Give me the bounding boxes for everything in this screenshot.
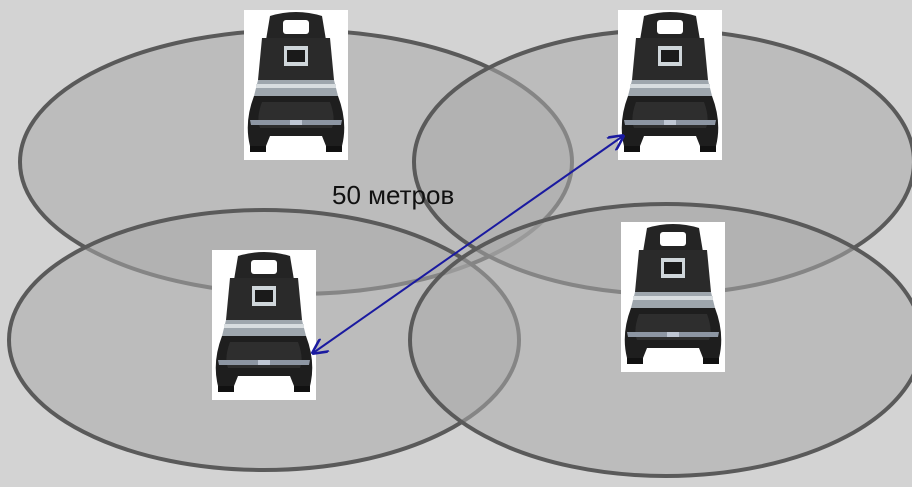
- coverage-areas: [7, 28, 912, 478]
- gas-detector-device-icon: [618, 10, 722, 160]
- gas-detector-device-icon: [621, 222, 725, 372]
- gas-detector-device-icon: [244, 10, 348, 160]
- distance-arrow: [313, 136, 623, 353]
- gas-detector-device-icon: [212, 250, 316, 400]
- distance-label: 50 метров: [332, 180, 454, 210]
